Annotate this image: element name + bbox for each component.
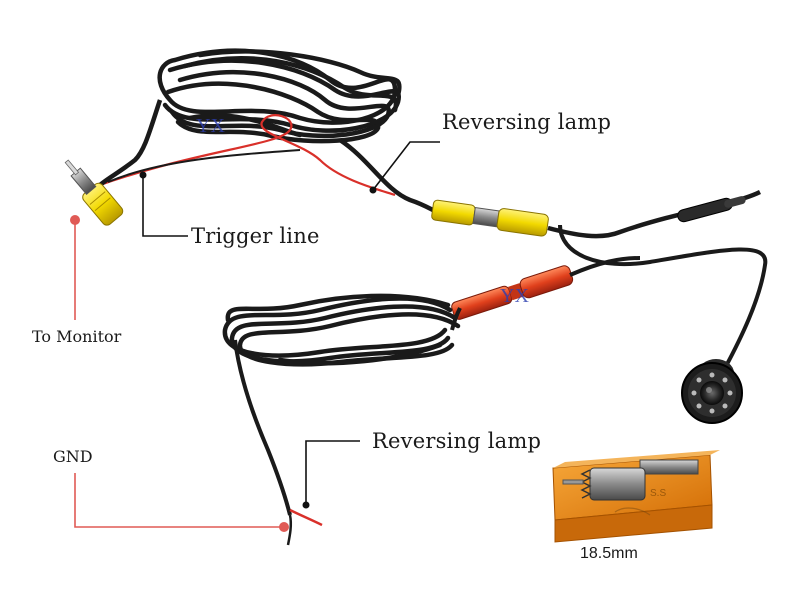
camera-cable-connector	[677, 196, 746, 223]
red-wire-end	[289, 508, 323, 527]
top-red-wire	[99, 114, 396, 197]
yellow-rca-plug-icon	[64, 159, 124, 226]
leader-gnd	[74, 473, 283, 528]
bottom-cable-coil	[222, 293, 461, 367]
leader-lines	[70, 141, 440, 532]
reversing-camera-icon	[681, 359, 743, 424]
red-power-connector-icon	[451, 265, 574, 320]
watermark-top: YX	[196, 115, 225, 137]
camera-cable-loop	[558, 224, 768, 369]
trigger-wire	[107, 149, 301, 183]
black-wire-end	[286, 514, 293, 546]
label-hole-saw-size: 18.5mm	[580, 545, 638, 562]
leader-trigger-line	[142, 175, 188, 237]
cable-to-inline-connector	[338, 138, 438, 215]
label-reversing-lamp-top: Reversing lamp	[442, 110, 612, 134]
label-gnd: GND	[53, 447, 93, 466]
label-trigger-line: Trigger line	[191, 224, 320, 248]
leader-reversing-lamp-bottom	[305, 440, 360, 505]
yellow-inline-connector	[431, 199, 549, 237]
top-cable-coil	[157, 48, 402, 144]
cable-to-loose-wires	[233, 339, 292, 516]
label-to-monitor: To Monitor	[32, 327, 122, 346]
cable-to-yellow-plug	[98, 99, 163, 187]
hole-saw-box-icon: S.S	[552, 450, 720, 543]
box-print: S.S	[650, 488, 666, 499]
watermark-middle: YX	[500, 285, 529, 307]
cable-power-to-camera	[569, 256, 641, 277]
label-reversing-lamp-bottom: Reversing lamp	[372, 429, 542, 453]
leader-reversing-lamp-top	[372, 141, 440, 191]
cable-to-red-connector	[450, 307, 462, 331]
